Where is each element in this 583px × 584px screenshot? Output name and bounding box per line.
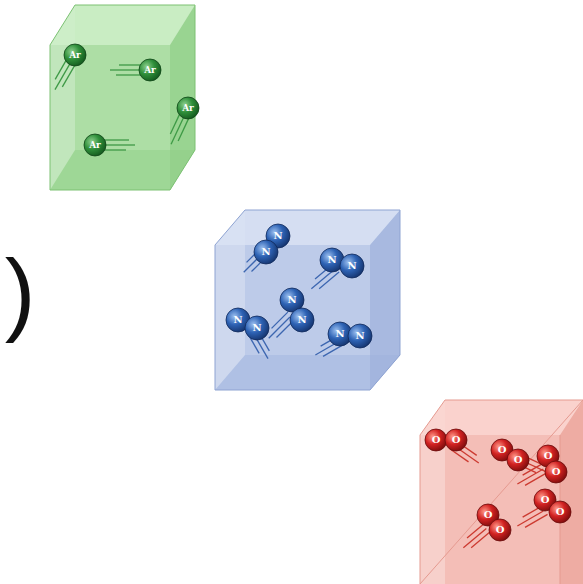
atom-label: Ar [89, 141, 101, 150]
atom-label: N [233, 315, 242, 325]
motion-streaks [51, 59, 189, 150]
argon-atoms [64, 44, 199, 156]
atom-label: N [287, 295, 296, 305]
atom-label: O [484, 510, 493, 520]
nitrogen-atoms [226, 224, 372, 348]
nitrogen-box [215, 210, 400, 390]
atom-label: O [432, 435, 441, 445]
atom-label: N [261, 247, 270, 257]
atom-label: O [496, 525, 505, 535]
argon-box [50, 5, 195, 190]
atom-label: N [297, 315, 306, 325]
atom-label: O [452, 435, 461, 445]
atom-label: O [541, 495, 550, 505]
atom-label: N [327, 255, 336, 265]
atom-label: N [252, 323, 261, 333]
motion-streaks [240, 246, 345, 361]
atom-label: N [335, 329, 344, 339]
atom-label: N [273, 231, 282, 241]
bracket: ) [5, 246, 36, 338]
atom-label: O [514, 455, 523, 465]
atom-label: Ar [69, 51, 81, 60]
atom-label: O [498, 445, 507, 455]
atom-label: O [552, 467, 561, 477]
oxygen-atoms [425, 429, 571, 541]
atom-label: N [347, 261, 356, 271]
oxygen-box [420, 400, 583, 584]
atom-label: Ar [144, 66, 156, 75]
atom-label: O [544, 451, 553, 461]
atom-label: Ar [182, 104, 194, 113]
atom-label: N [355, 331, 364, 341]
atom-label: O [556, 507, 565, 517]
